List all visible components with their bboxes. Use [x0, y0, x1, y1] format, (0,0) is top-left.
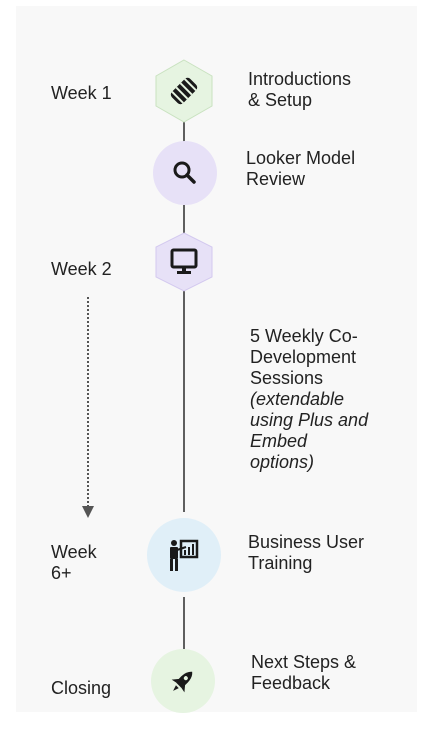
connector-line-3 — [183, 288, 185, 512]
closing-label: Closing — [51, 678, 112, 698]
timeline-panel — [16, 6, 417, 712]
intro-step-text: Introductions & Setup — [248, 69, 352, 110]
handshake-icon — [170, 77, 198, 105]
codev-node — [152, 232, 216, 292]
training-step-text: Business User Training — [248, 532, 365, 573]
week-6-label: Week 6+ — [51, 542, 97, 583]
codev-step-text: 5 Weekly Co- Development Sessions (exten… — [250, 326, 368, 473]
connector-line-2 — [183, 205, 185, 237]
search-icon — [173, 161, 196, 184]
codev-step-note: (extendable using Plus and Embed options… — [250, 389, 369, 472]
presenter-icon — [170, 539, 199, 571]
closing-node — [150, 648, 216, 714]
monitor-icon — [170, 248, 198, 274]
looker-node — [152, 140, 218, 206]
time-arrow-line — [87, 297, 89, 507]
looker-step-text: Looker Model Review — [246, 148, 356, 189]
closing-step-text: Next Steps & Feedback — [251, 652, 357, 693]
week-1-label: Week 1 — [51, 83, 112, 103]
rocket-icon — [171, 671, 193, 693]
time-arrow-head — [82, 506, 94, 518]
training-node — [146, 512, 222, 598]
week-2-label: Week 2 — [51, 259, 112, 279]
codev-step-main: 5 Weekly Co- Development Sessions — [250, 326, 358, 388]
connector-line-4 — [183, 597, 185, 649]
intro-node — [152, 58, 216, 124]
connector-line-1 — [183, 120, 185, 142]
